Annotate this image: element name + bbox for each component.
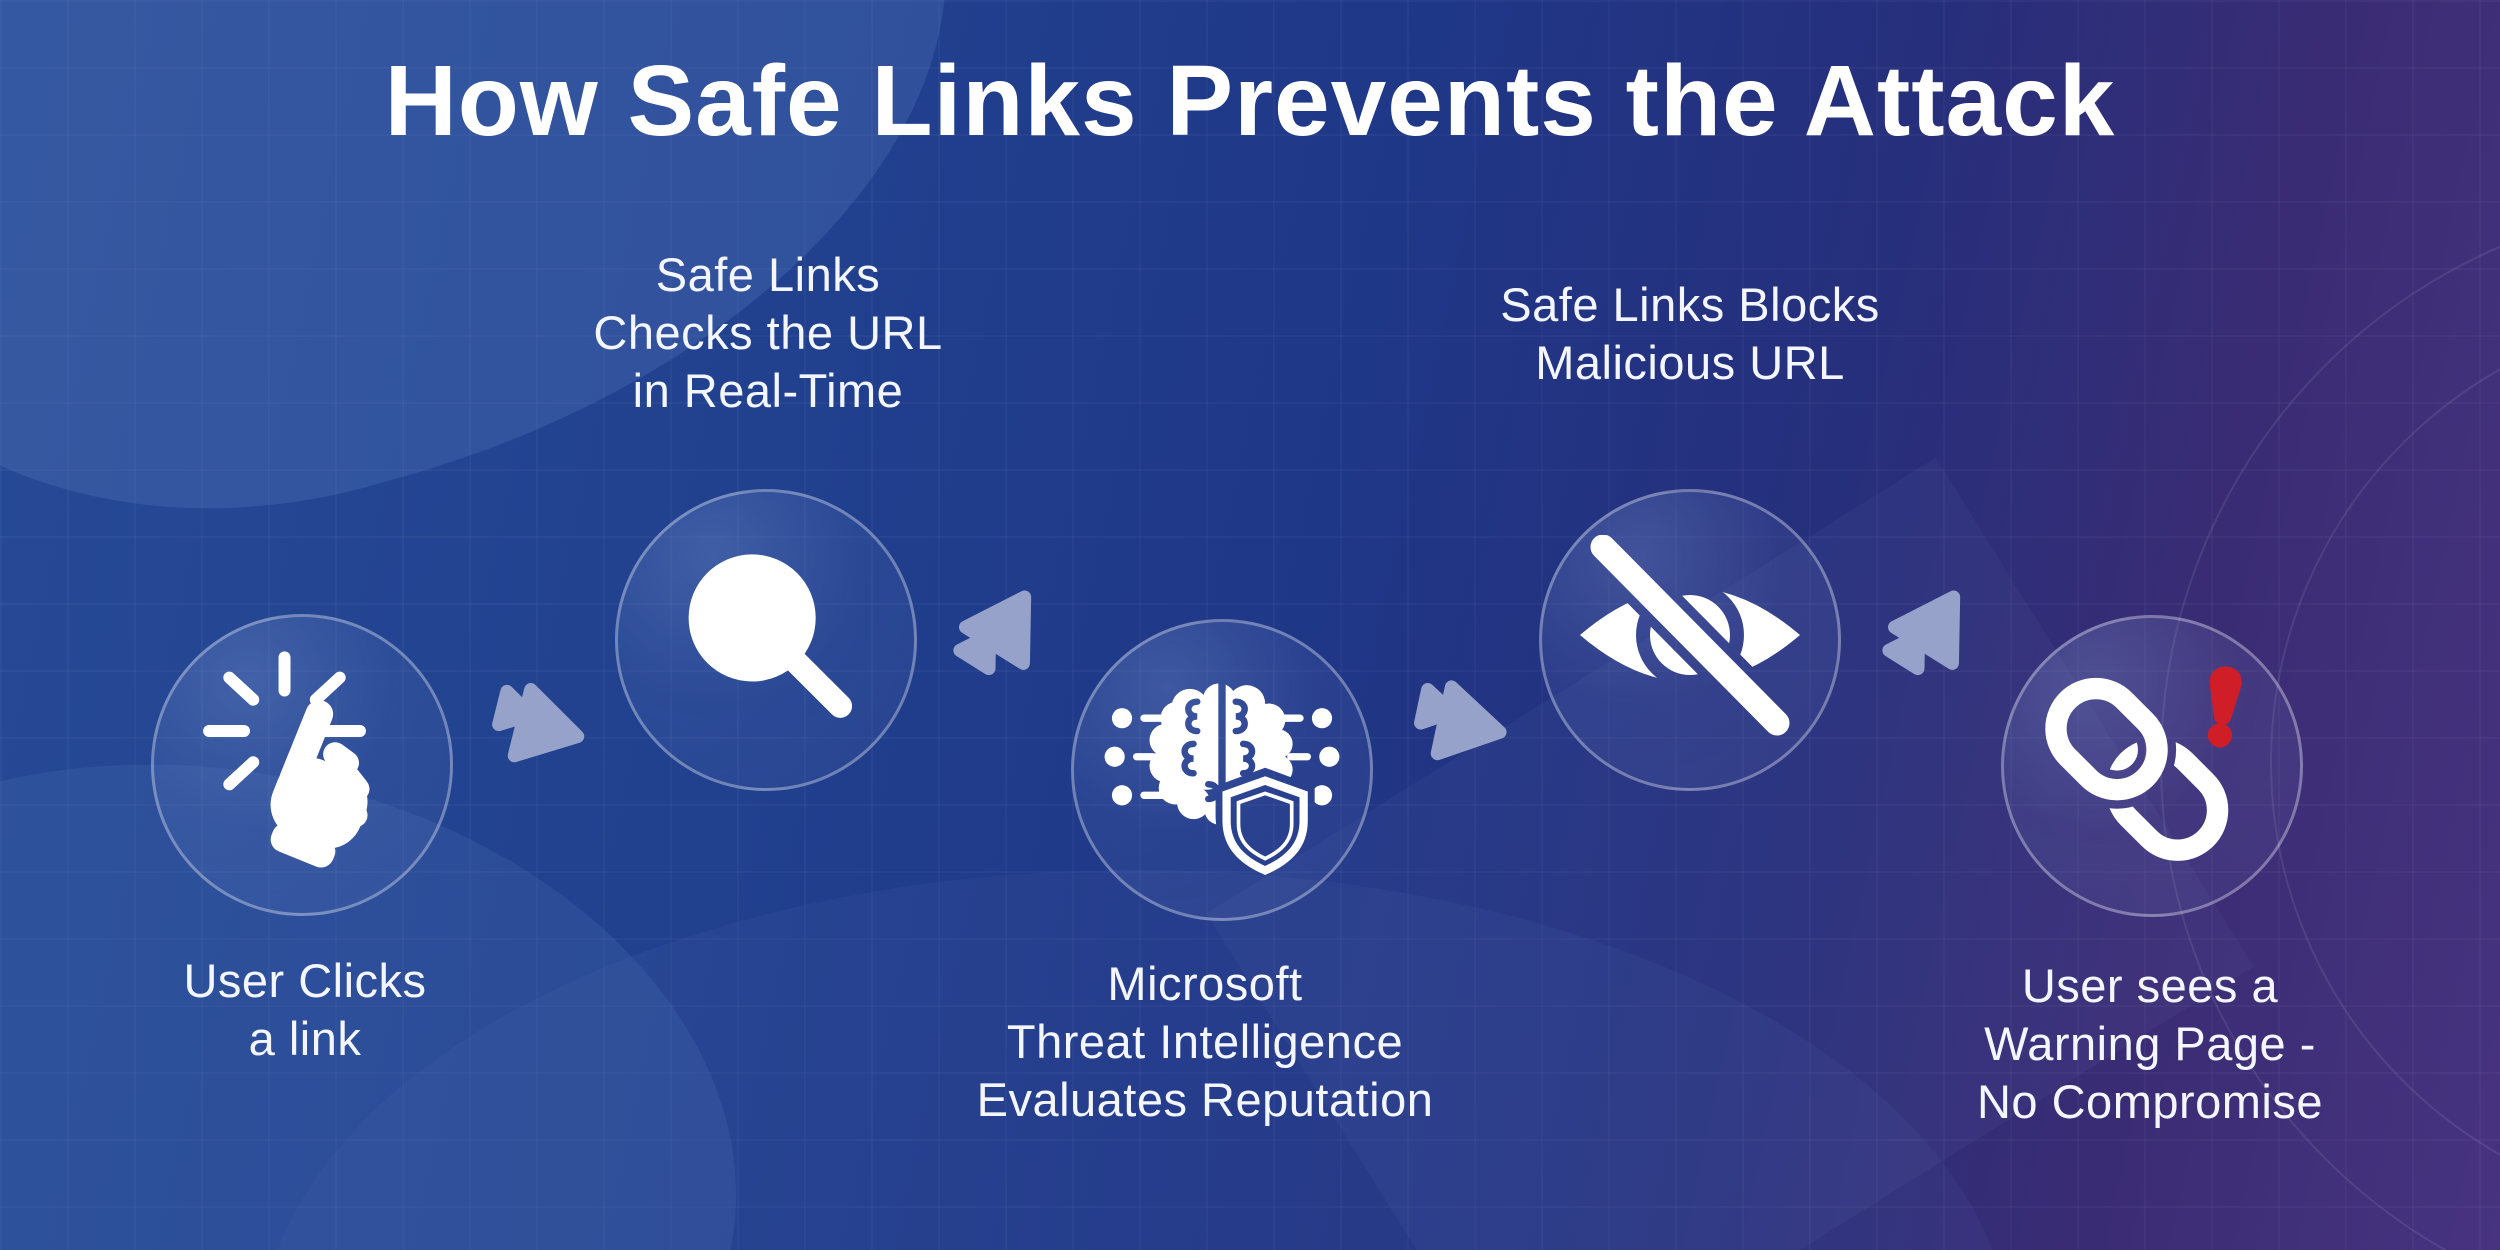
step-label-blocks-url: Safe Links Blocks Malicious URL [1500,276,1879,392]
step-label-user-clicks: User Clicks a link [183,952,426,1068]
label-line: Evaluates Reputation [976,1073,1434,1126]
step-label-threat-intelligence: Microsoft Threat Intelligence Evaluates … [977,955,1434,1129]
label-line: a link [248,1012,362,1065]
step-label-warning-page: User sees a Warning Page - No Compromise [1977,957,2323,1131]
step-node-warning-page [2001,615,2303,917]
label-line: Malicious URL [1535,336,1845,389]
flow-arrow-icon [1882,590,1961,676]
flow-arrow-icon [1414,680,1507,761]
step-label-safe-links-checks: Safe Links Checks the URL in Real-Time [593,246,942,420]
label-line: Safe Links [655,248,881,301]
label-line: Microsoft [1107,957,1303,1010]
page-title: How Safe Links Prevents the Attack [384,45,2116,157]
flow-arrow-icon [492,683,585,763]
click-hand-icon [203,651,370,868]
alert-exclamation-icon [2207,666,2242,748]
label-line: User sees a [2021,959,2279,1012]
step-node-safe-links-checks [615,489,917,791]
step-node-threat-intelligence [1071,619,1373,921]
warning-link-icon [2045,666,2242,861]
label-line: Threat Intelligence [1006,1015,1404,1068]
ai-brain-shield-icon [1104,682,1340,875]
search-icon [688,553,852,718]
label-line: Warning Page - [1984,1017,2316,1070]
step-node-blocks-url [1539,489,1841,791]
label-line: Safe Links Blocks [1500,278,1880,331]
eye-blocked-icon [1580,535,1800,736]
label-line: User Clicks [183,954,427,1007]
label-line: Checks the URL [593,306,943,359]
label-line: No Compromise [1976,1075,2324,1128]
flow-arrow-icon [953,590,1032,676]
label-line: in Real-Time [632,364,904,417]
step-node-user-clicks [151,614,453,916]
